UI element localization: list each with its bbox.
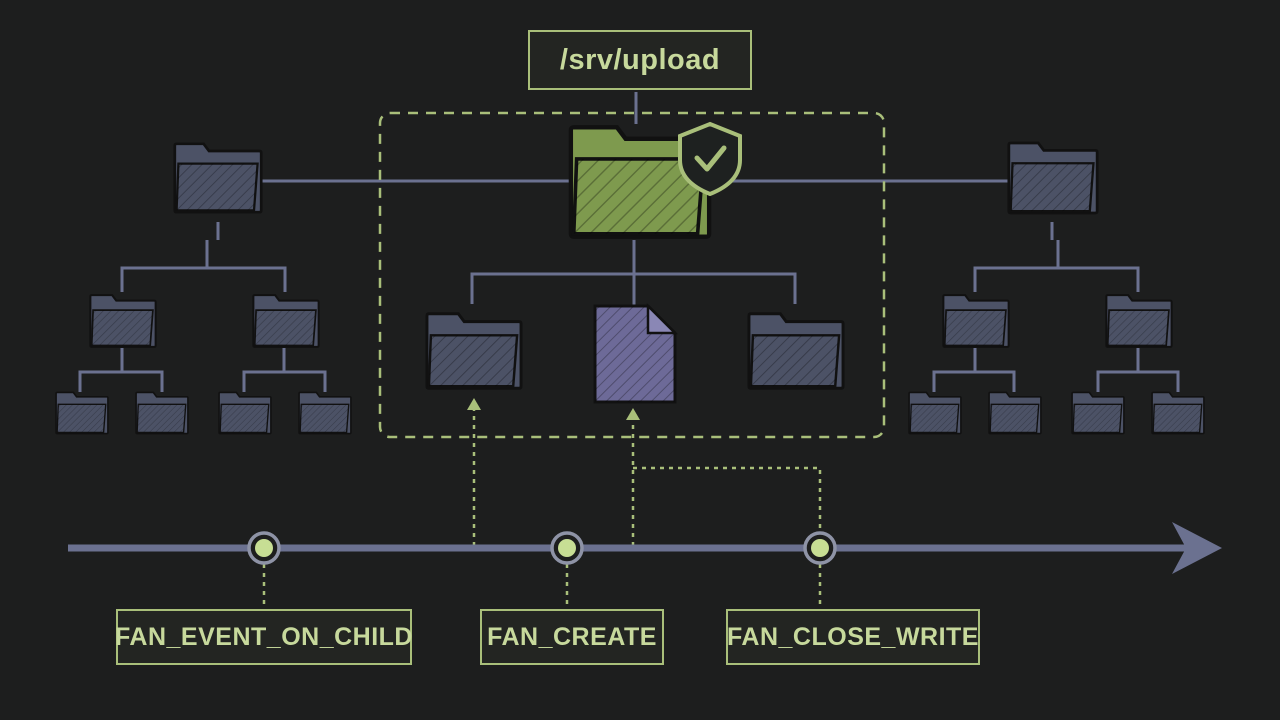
folder-left-mid-2-icon	[252, 294, 320, 348]
event-label-close-write: FAN_CLOSE_WRITE	[726, 609, 980, 665]
new-file-icon	[593, 302, 679, 404]
arrow-up-file-icon	[626, 408, 640, 420]
event-label-create: FAN_CREATE	[480, 609, 664, 665]
folder-right-mid-1-icon	[942, 294, 1010, 348]
folder-right-leaf-2-icon	[988, 391, 1042, 435]
folder-right-leaf-4-icon	[1151, 391, 1205, 435]
folder-right-leaf-1-icon	[908, 391, 962, 435]
tree-connectors	[78, 92, 1180, 392]
folder-left-leaf-4-icon	[298, 391, 352, 435]
folder-right-top-icon	[1007, 141, 1099, 215]
folder-left-leaf-1-icon	[55, 391, 109, 435]
folder-left-mid-1-icon	[89, 294, 157, 348]
event-label-on-child: FAN_EVENT_ON_CHILD	[115, 609, 412, 665]
folder-left-top-icon	[173, 142, 263, 214]
shield-check-icon	[678, 121, 742, 197]
arrow-up-create-icon	[467, 398, 481, 410]
folder-right-leaf-3-icon	[1071, 391, 1125, 435]
folder-left-leaf-2-icon	[135, 391, 189, 435]
folder-left-leaf-3-icon	[218, 391, 272, 435]
arrow-head-icon	[1172, 522, 1222, 574]
event-nodes	[247, 531, 837, 565]
folder-watched-child-1-icon	[425, 312, 523, 390]
root-path-label: /srv/upload	[528, 30, 752, 90]
event-flow-lines	[262, 410, 822, 609]
folder-watched-child-2-icon	[747, 312, 845, 390]
folder-right-mid-2-icon	[1105, 294, 1173, 348]
watched-region	[378, 111, 886, 439]
